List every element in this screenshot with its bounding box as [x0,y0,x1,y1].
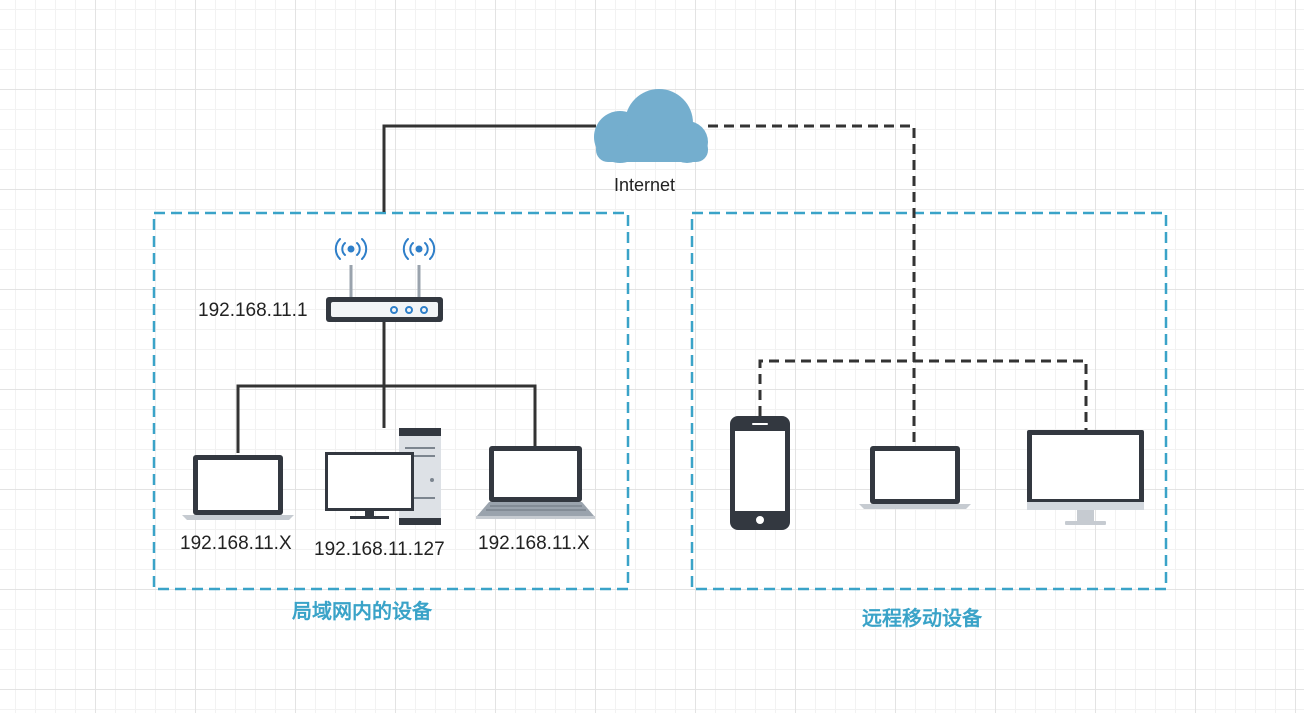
cloud-icon [594,89,708,163]
lan-links [236,124,596,453]
remote-group-title: 远程移动设备 [862,606,982,630]
lan-device-label: 192.168.11.X [180,533,292,554]
laptop-icon [182,455,294,520]
laptop-icon [859,446,971,509]
laptop-icon [476,446,595,519]
desktop-pc-icon [325,428,441,525]
smartphone-icon [730,416,790,530]
lan-bus-link [236,384,537,453]
lan-device-label: 192.168.11.X [478,533,590,554]
router-ip-label: 192.168.11.1 [198,300,308,321]
remote-group-box [690,211,1168,591]
remote-links [708,124,1088,446]
lan-group-title: 局域网内的设备 [292,599,432,623]
remote-bus-link [758,359,1088,430]
internet-to-remote-link [708,124,916,446]
router-icon [326,238,443,322]
wifi-signal-icon [334,238,436,260]
monitor-icon [1027,430,1144,525]
router-to-internet-link [382,124,596,212]
router-led-icon [390,306,428,314]
internet-label: Internet [614,175,676,195]
lan-device-label: 192.168.11.127 [314,539,445,560]
